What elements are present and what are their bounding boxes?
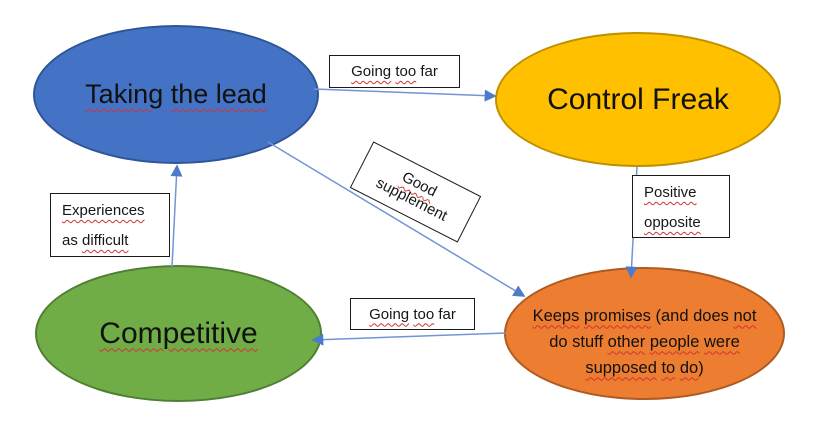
node-competitive: Competitive: [35, 265, 322, 402]
node-taking-the-lead-label: Taking the lead: [85, 79, 267, 109]
node-keeps-promises: Keeps promises (and does not do stuff ot…: [504, 267, 785, 400]
arrow-taking-to-keeps: [267, 141, 526, 297]
arrow-keeps-to-competitive: [311, 332, 507, 346]
edge-label-going-too-far-bottom: Going too far: [350, 298, 475, 330]
edge-label-positive-opposite-line1: Positive: [644, 184, 697, 201]
edge-label-experiences-as-difficult: Experiences as difficult: [50, 193, 170, 257]
arrow-taking-to-control: [313, 88, 497, 102]
edge-label-experiences-line2: as difficult: [62, 232, 129, 249]
edge-label-positive-opposite: Positive opposite: [632, 175, 730, 238]
edge-label-going-too-far-top: Going too far: [329, 55, 460, 88]
edge-label-going-too-far-bottom-text: Going too far: [369, 305, 456, 323]
node-keeps-promises-line2: do stuff other people were: [549, 332, 740, 351]
node-keeps-promises-line1: Keeps promises (and does not: [532, 306, 757, 325]
node-control-freak-label: Control Freak: [547, 82, 729, 116]
arrow-competitive-to-taking: [170, 164, 183, 268]
node-competitive-label: Competitive: [99, 316, 258, 350]
node-taking-the-lead: Taking the lead: [33, 25, 319, 164]
edge-label-going-too-far-top-text: Going too far: [351, 63, 438, 80]
edge-label-positive-opposite-line2: opposite: [644, 214, 701, 231]
node-keeps-promises-line3: supposed to do): [585, 358, 704, 377]
edge-label-experiences-line1: Experiences: [62, 202, 145, 219]
